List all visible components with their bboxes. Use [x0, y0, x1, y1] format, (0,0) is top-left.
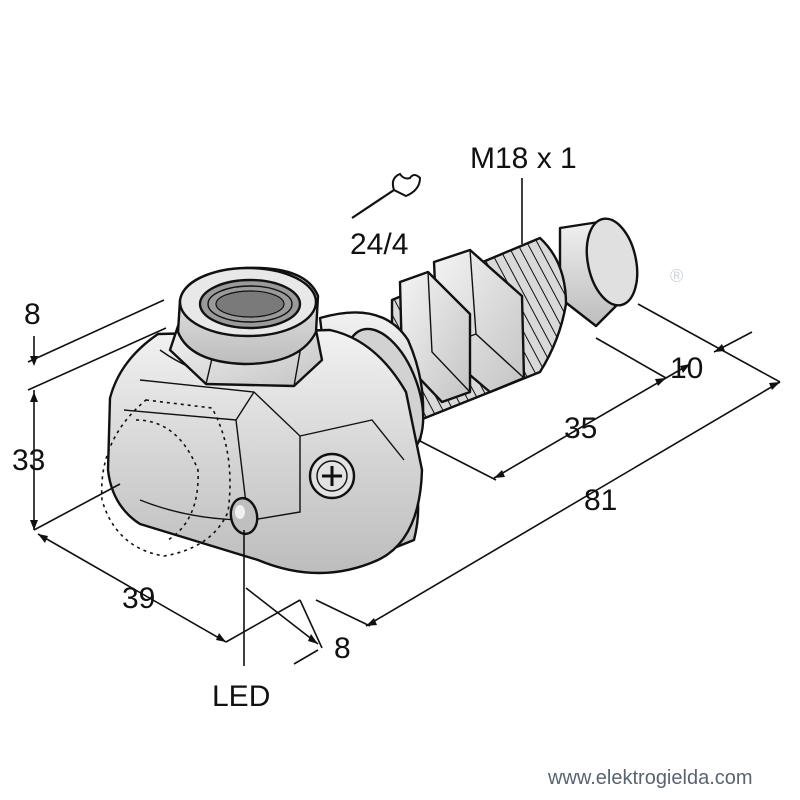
dim-33-label: 33 [12, 444, 45, 477]
led-window [229, 496, 259, 536]
thread-label: M18 x 1 [470, 142, 577, 175]
website-footer: www.elektrogielda.com [547, 767, 753, 789]
wrench-icon [351, 172, 422, 219]
screw-icon [308, 452, 356, 500]
sensor-housing [100, 266, 424, 575]
dim-10-label: 10 [670, 352, 703, 385]
dimension-lines [27, 178, 781, 666]
dim-39-label: 39 [122, 582, 155, 615]
registered-mark: ® [670, 266, 683, 286]
dim-81-label: 81 [584, 484, 617, 517]
dim-bottom-8-label: 8 [334, 632, 351, 665]
led-label: LED [212, 680, 270, 713]
dim-top-8-label: 8 [24, 298, 41, 331]
wrench-size-label: 24/4 [350, 228, 408, 261]
dim-35-label: 35 [564, 412, 597, 445]
